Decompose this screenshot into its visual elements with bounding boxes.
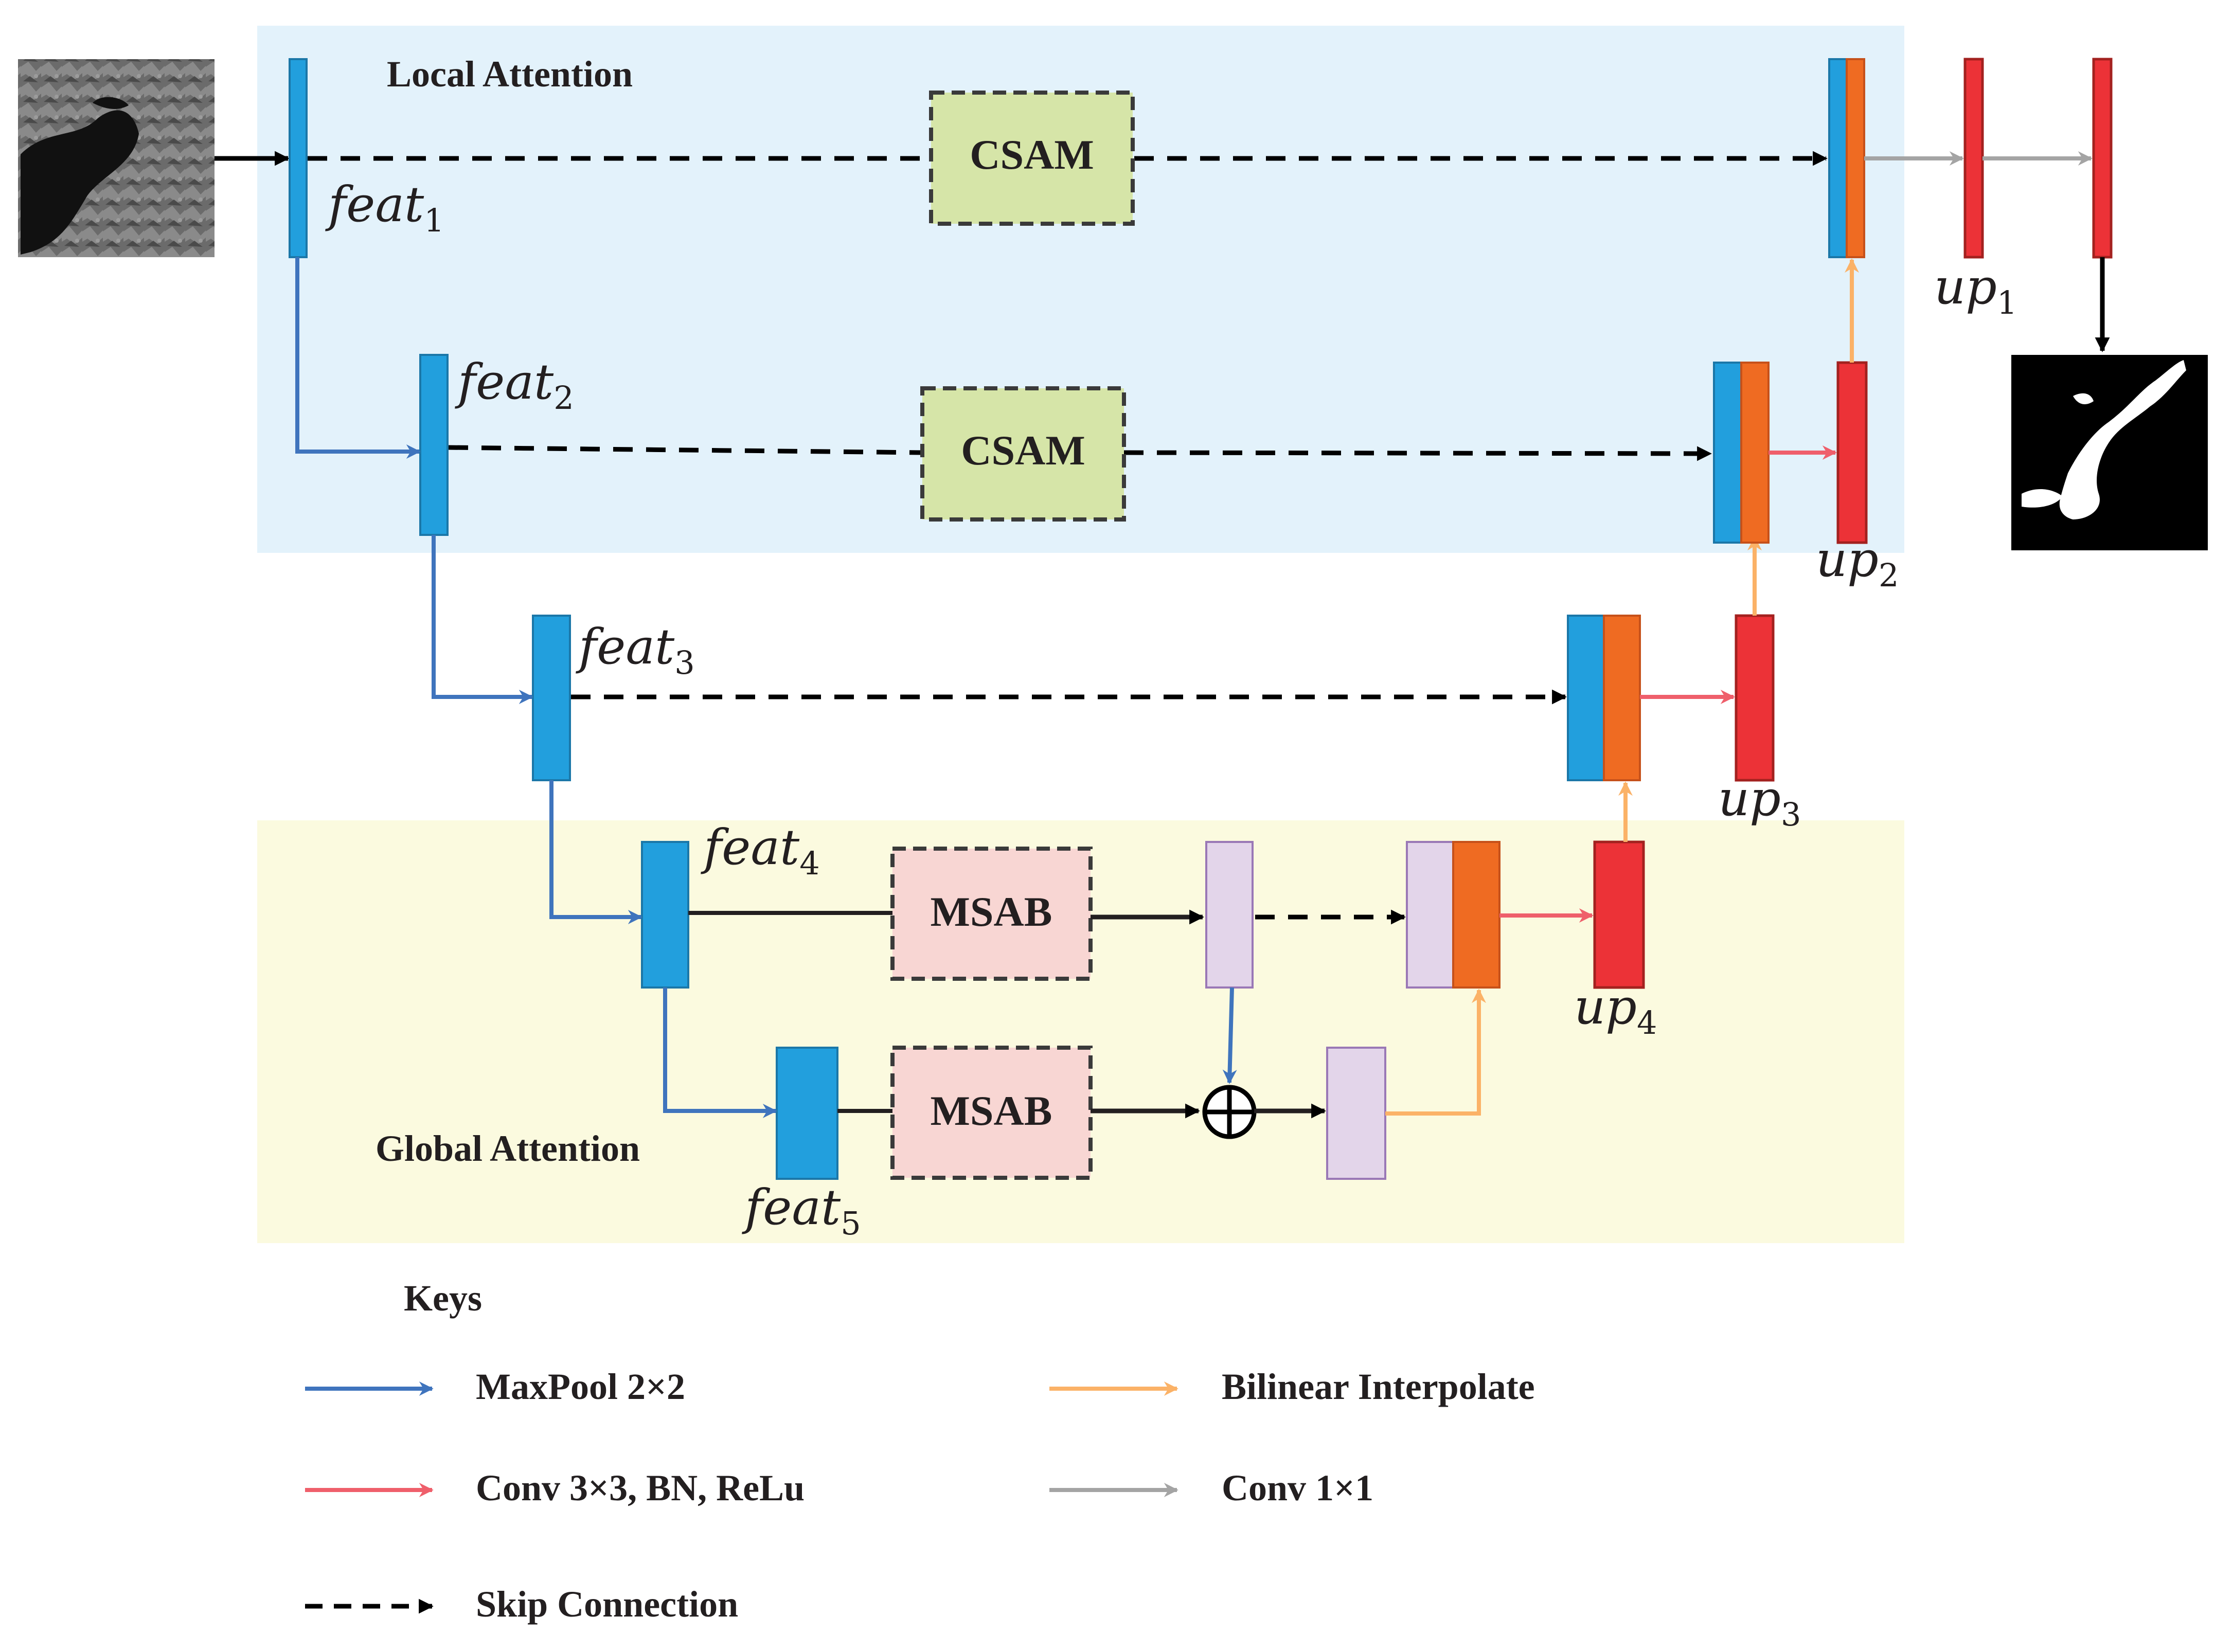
lavender-block-1 — [1205, 841, 1254, 989]
feat5-block — [776, 1047, 838, 1180]
up1-label: up1 — [1934, 259, 2017, 321]
feat1-block — [289, 58, 308, 258]
feat5-label: feat5 — [742, 1179, 861, 1242]
feat3-label: feat3 — [576, 619, 695, 681]
input-image — [18, 59, 215, 257]
key-bilinear-label: Bilinear Interpolate — [1222, 1366, 1535, 1407]
global-attention-title: Global Attention — [376, 1128, 640, 1169]
maxpool-arrow-3-4 — [549, 780, 642, 924]
dec2-concat-orange — [1740, 362, 1770, 544]
maxpool-arrow-1-2 — [295, 257, 421, 459]
key-maxpool-label: MaxPool 2×2 — [476, 1366, 685, 1407]
up2-label: up2 — [1816, 531, 1899, 594]
key-conv1-label: Conv 1×1 — [1222, 1467, 1373, 1509]
csam-label-1: CSAM — [970, 131, 1094, 178]
bilinear-arrow-lavender-to-dec4 — [1385, 989, 1486, 1116]
up4-block — [1593, 840, 1645, 989]
csam-module-1 — [929, 91, 1135, 226]
dec1-concat-blue — [1828, 58, 1848, 258]
lavender-to-sum-arrow — [1222, 987, 1237, 1084]
dec4-concat-lavender — [1406, 841, 1454, 989]
maxpool-arrow-4-5 — [663, 987, 777, 1118]
up1-block-a — [1963, 58, 1984, 259]
key-conv3-label: Conv 3×3, BN, ReLu — [476, 1467, 805, 1509]
feat4-block — [641, 841, 689, 989]
up3-label: up3 — [1718, 770, 1801, 833]
msab-module-2 — [890, 1046, 1093, 1180]
dec1-concat-orange — [1846, 58, 1865, 258]
dec3-concat-blue — [1567, 615, 1605, 781]
msab-label-2: MSAB — [931, 1087, 1052, 1134]
csam-module-2 — [920, 386, 1126, 522]
keys-title: Keys — [404, 1278, 482, 1319]
up3-block — [1735, 614, 1775, 782]
output-mask-image — [2011, 355, 2208, 550]
up2-block — [1836, 361, 1868, 544]
csam-label-2: CSAM — [961, 427, 1085, 474]
dec3-concat-orange — [1603, 615, 1641, 781]
msab-label-1: MSAB — [931, 888, 1052, 935]
msab-module-1 — [890, 847, 1093, 981]
feat1-label: feat1 — [325, 176, 444, 239]
dec4-concat-orange — [1452, 841, 1501, 989]
up4-label: up4 — [1574, 979, 1657, 1042]
dec2-concat-blue — [1713, 362, 1742, 544]
feat2-label: feat2 — [455, 354, 574, 417]
up1-block-b — [2092, 58, 2113, 259]
sum-node — [1202, 1085, 1257, 1139]
lavender-block-2 — [1326, 1047, 1386, 1180]
feat3-block — [532, 615, 571, 781]
feat2-block — [419, 354, 449, 536]
skip-2a — [448, 445, 923, 455]
maxpool-arrow-2-3 — [432, 535, 533, 704]
local-attention-title: Local Attention — [387, 53, 633, 95]
key-skip-label: Skip Connection — [476, 1584, 738, 1625]
feat4-label: feat4 — [701, 819, 820, 882]
